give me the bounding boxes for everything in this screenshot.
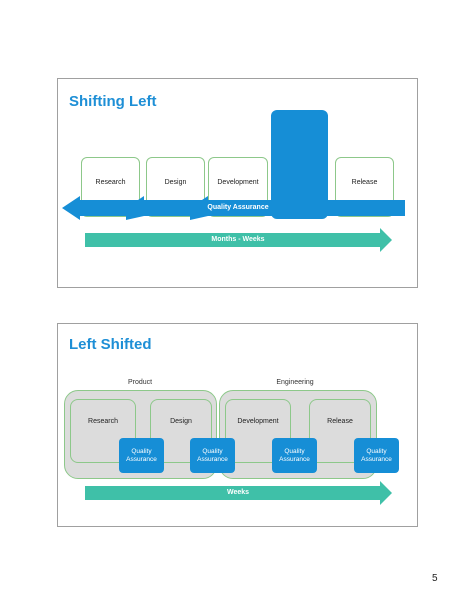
page-number: 5	[432, 573, 438, 584]
slide-left-shifted: Left Shifted Product Engineering Researc…	[57, 323, 418, 527]
slide-title: Left Shifted	[69, 336, 152, 353]
slide-shifting-left: Shifting Left Research Design Developmen…	[57, 78, 418, 288]
qa-label-line2: Assurance	[361, 455, 392, 463]
qa-arrow	[62, 110, 405, 252]
qa-label-line1: Quality	[202, 447, 223, 455]
stage-label: Research	[88, 418, 118, 425]
qa-label-line1: Quality	[131, 447, 152, 455]
stage-development: Development	[225, 399, 291, 463]
qa-label-line2: Assurance	[197, 455, 228, 463]
qa-label-line2: Assurance	[126, 455, 157, 463]
qa-label-line1: Quality	[366, 447, 387, 455]
group-label-product: Product	[127, 379, 153, 386]
stage-label: Design	[170, 418, 192, 425]
timeline-label: Months - Weeks	[211, 236, 265, 243]
stage-research: Research	[70, 399, 136, 463]
stage-label: Development	[237, 418, 279, 425]
qa-arrow-chevron-1	[126, 196, 144, 220]
stage-label: Research	[95, 178, 126, 186]
qa-bar-left-arrow	[62, 196, 405, 220]
timeline-arrow	[85, 481, 392, 505]
stage-label: Development	[217, 178, 259, 186]
timeline-arrow-svg	[85, 481, 392, 505]
timeline-label: Weeks	[226, 489, 250, 496]
qa-bar-label: Quality Assurance	[207, 204, 269, 211]
stage-label: Release	[351, 178, 378, 186]
qa-label-line1: Quality	[284, 447, 305, 455]
qa-tall-block	[271, 110, 328, 219]
group-label-engineering: Engineering	[276, 379, 314, 386]
timeline-arrow	[85, 228, 392, 252]
qa-label-line2: Assurance	[279, 455, 310, 463]
stage-label: Design	[164, 178, 187, 186]
qa-arrow-chevron-2	[190, 196, 208, 220]
stage-label: Release	[327, 418, 353, 425]
slide-title: Shifting Left	[69, 93, 157, 110]
